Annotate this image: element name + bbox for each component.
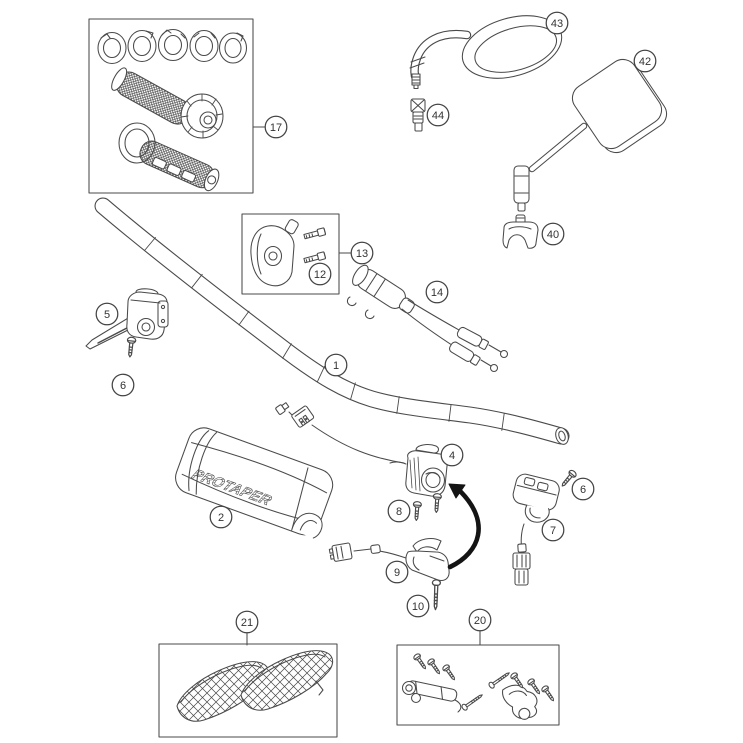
callout-handlebar-pad[interactable]: 2 [209, 505, 233, 529]
svg-text:5: 5 [104, 309, 110, 321]
switch-assembly [512, 473, 560, 586]
throttle-housing [250, 219, 299, 287]
mirror-left [409, 15, 563, 90]
svg-text:43: 43 [551, 18, 563, 30]
callout-screw-long[interactable]: 10 [406, 594, 430, 618]
svg-text:4: 4 [449, 450, 455, 462]
callout-screws-switch-housing[interactable]: 8 [387, 499, 411, 523]
callout-throttle-housing[interactable]: 12 [308, 262, 332, 286]
screw-long [430, 579, 442, 611]
svg-text:2: 2 [218, 512, 224, 524]
throttle-cables [346, 264, 509, 373]
svg-text:9: 9 [394, 567, 400, 579]
callout-handlebar[interactable]: 1 [324, 353, 348, 377]
handlebar-pad: PROTAPER [175, 427, 334, 539]
throttle-cam-rings [97, 28, 248, 65]
svg-text:42: 42 [639, 56, 651, 68]
handguard-box [158, 643, 339, 738]
callout-grip-set[interactable]: 17 [264, 115, 288, 139]
callout-screw-clutch[interactable]: 6 [111, 373, 135, 397]
handlebar [94, 197, 570, 445]
mirror-bolt [410, 98, 426, 132]
callout-wire-clamp[interactable]: 9 [385, 560, 409, 584]
mount-bracket-left [401, 680, 462, 713]
mount-bracket-right [502, 684, 538, 720]
svg-text:8: 8 [396, 506, 402, 518]
callout-mirror-left[interactable]: 43 [545, 11, 569, 35]
svg-text:7: 7 [550, 525, 556, 537]
switch-wire-connector [275, 402, 405, 464]
svg-text:6: 6 [120, 380, 126, 392]
callout-switch-assembly[interactable]: 7 [541, 518, 565, 542]
clutch-master-cylinder [85, 288, 169, 350]
svg-text:44: 44 [432, 110, 444, 122]
svg-text:40: 40 [547, 229, 559, 241]
callout-mirror-bolt[interactable]: 44 [426, 103, 450, 127]
left-grip [118, 122, 220, 192]
throttle-grip [111, 67, 224, 139]
callout-mirror-clamp[interactable]: 40 [541, 222, 565, 246]
throttle-housing-bolt [303, 227, 326, 240]
callout-kill-switch-housing[interactable]: 4 [440, 443, 464, 467]
svg-text:12: 12 [314, 269, 326, 281]
direction-arrow [447, 483, 481, 570]
throttle-housing-bolt [303, 251, 326, 264]
callout-mirror-right[interactable]: 42 [633, 49, 657, 73]
callout-screw-switch[interactable]: 6 [571, 477, 595, 501]
callout-throttle-housing-kit[interactable]: 13 [350, 241, 374, 265]
kill-switch-housing [389, 444, 448, 497]
svg-text:21: 21 [241, 617, 253, 629]
svg-text:20: 20 [474, 615, 486, 627]
mount-kit-box [396, 644, 560, 726]
callout-handguard-mount-kit[interactable]: 20 [468, 608, 492, 632]
mirror-clamp [502, 214, 539, 249]
screw-clutch [125, 336, 137, 358]
svg-text:14: 14 [431, 287, 443, 299]
callout-clutch-master-cylinder[interactable]: 5 [95, 302, 119, 326]
wire-clamp [328, 538, 450, 581]
callout-throttle-cables[interactable]: 14 [425, 280, 449, 304]
svg-text:6: 6 [580, 484, 586, 496]
screws-switch-housing [411, 492, 443, 522]
svg-text:13: 13 [356, 248, 368, 260]
svg-text:10: 10 [412, 601, 424, 613]
mirror-right [513, 58, 668, 212]
svg-text:17: 17 [270, 122, 282, 134]
svg-text:1: 1 [333, 360, 339, 372]
callout-handguard-set[interactable]: 21 [235, 610, 259, 634]
grip-set-box [88, 18, 254, 194]
